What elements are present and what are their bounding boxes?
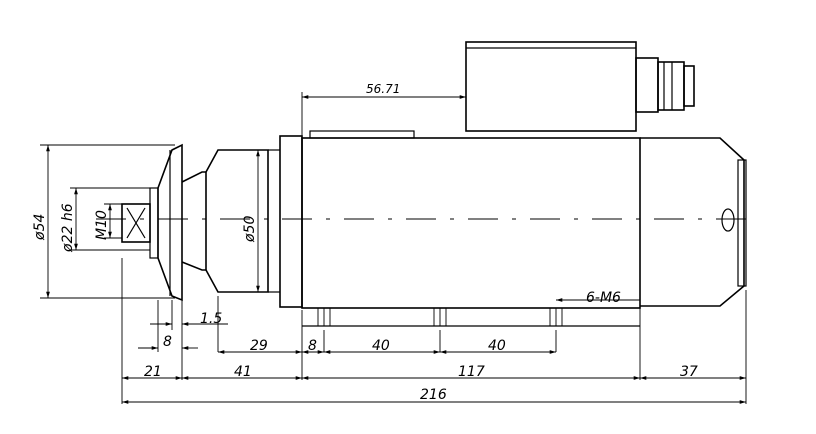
dim-29: 29 bbox=[250, 338, 268, 354]
dim-8: 8 bbox=[308, 338, 317, 354]
dim-117: 117 bbox=[458, 364, 485, 380]
dim-8-flange: 8 bbox=[163, 334, 172, 350]
terminal-box bbox=[465, 41, 637, 132]
dim-1-5: 1.5 bbox=[200, 311, 222, 327]
motor-body bbox=[301, 137, 641, 309]
dim-dia-54: ø54 bbox=[32, 214, 48, 241]
dim-m10: M10 bbox=[94, 210, 110, 240]
dim-56-71: 56.71 bbox=[366, 82, 400, 96]
dim-216: 216 bbox=[420, 387, 447, 403]
dim-37: 37 bbox=[680, 364, 698, 380]
neck bbox=[181, 171, 207, 271]
bearing-housing bbox=[205, 149, 269, 293]
dim-dia-22-h6: ø22 h6 bbox=[60, 203, 76, 253]
mounting-holes bbox=[317, 308, 563, 326]
front-flange bbox=[157, 143, 183, 302]
rear-cap bbox=[640, 137, 745, 307]
dim-40-second: 40 bbox=[488, 338, 506, 354]
shaft-shoulder bbox=[149, 187, 159, 259]
dim-21: 21 bbox=[144, 364, 162, 380]
rear-hole bbox=[721, 208, 735, 232]
spindle-outline bbox=[96, 41, 752, 327]
dim-6-m6: 6-M6 bbox=[586, 290, 621, 306]
dimension-labels: 56.71 6-M6 1.5 8 29 8 40 40 21 41 117 37… bbox=[32, 82, 698, 403]
dim-dia-50: ø50 bbox=[242, 216, 258, 243]
dim-41: 41 bbox=[234, 364, 252, 380]
dimension-lines bbox=[40, 92, 747, 404]
dim-40-first: 40 bbox=[372, 338, 390, 354]
collar bbox=[279, 135, 303, 308]
cable-gland bbox=[635, 57, 659, 113]
